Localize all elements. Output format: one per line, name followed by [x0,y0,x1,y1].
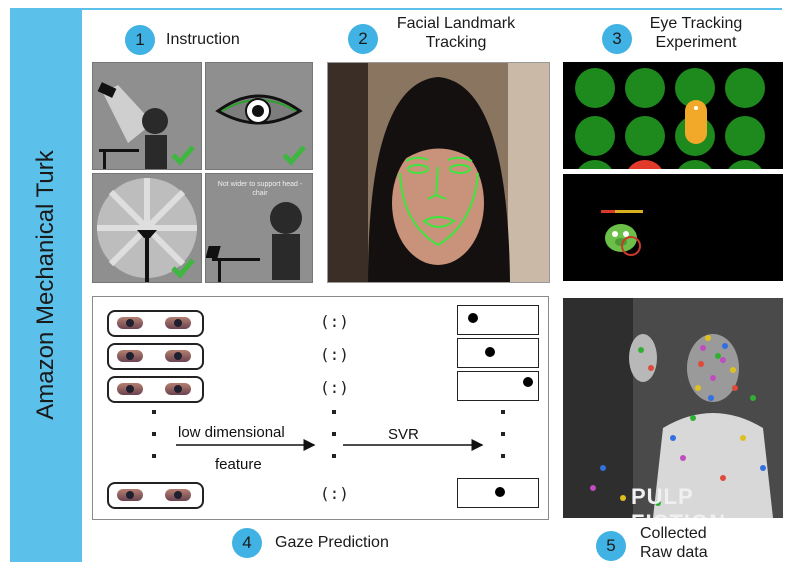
gaze-point [468,313,478,323]
top-rule [82,8,782,10]
feature-vector: (:) [320,345,349,364]
step-3-label-line1: Eye Tracking [649,15,743,32]
check-icon [171,145,195,166]
raw-data-heatmap: PULP FICTION [563,298,783,518]
posture-illustration [206,202,302,282]
gaze-screen [457,338,539,368]
instruction-tile-lamp [92,173,202,283]
step-1-badge: 1 [125,25,155,55]
gaze-scatter-illustration [563,298,783,518]
facial-landmark-photo [327,62,550,283]
sidebar: Amazon Mechanical Turk [10,8,82,562]
step-5-label: Collected Raw data [640,524,708,562]
step-3-label: Eye Tracking Experiment [636,14,756,52]
step-3-label-line2: Experiment [655,34,737,51]
step-4-label: Gaze Prediction [275,534,389,551]
gaze-point [495,487,505,497]
lighting-illustration [97,82,195,169]
step-5-badge: 5 [596,531,626,561]
instruction-note: Not wider to support head - chair [217,181,303,197]
sidebar-title: Amazon Mechanical Turk [32,150,59,420]
target-grid-illustration [575,68,765,169]
eye-tracking-game [563,174,783,281]
gaze-screen [457,478,539,508]
gaze-point [485,347,495,357]
step-2-label-line2: Tracking [425,34,487,51]
feature-vector: (:) [320,484,349,503]
game-target-illustration [601,210,643,256]
feature-label-line1: low dimensional [178,424,285,441]
instruction-tile-posture: Not wider to support head - chair [205,173,313,283]
svr-label: SVR [388,426,419,443]
feature-ellipsis [332,410,336,476]
feature-vector: (:) [320,378,349,397]
screen-ellipsis [501,410,505,476]
check-icon [282,145,306,166]
gaze-point [523,377,533,387]
step-3-badge: 3 [602,24,632,54]
step-2-badge: 2 [348,24,378,54]
eye-rows-ellipsis [152,410,156,476]
step-1-label: Instruction [166,31,240,48]
step-2-label: Facial Landmark Tracking [386,14,526,52]
eye-pair-row [107,482,204,509]
raw-data-caption: PULP FICTION [631,484,725,518]
check-icon [171,258,195,279]
eye-tracking-grid [563,62,783,169]
face-landmarks-illustration [328,63,549,282]
eye-pair-row [107,343,204,370]
step-2-label-line1: Facial Landmark [396,15,516,32]
eye-pair-row [107,376,204,403]
gaze-screen [457,371,539,401]
feature-vector: (:) [320,312,349,331]
lamp-illustration [97,178,197,282]
step-4-badge: 4 [232,528,262,558]
instruction-tile-eye [205,62,313,170]
eye-pair-row [107,310,204,337]
feature-label-line2: feature [215,456,262,473]
gaze-screen [457,305,539,335]
step-5-label-line2: Raw data [640,544,708,561]
instruction-tile-lighting [92,62,202,170]
eye-illustration [215,94,306,166]
step-5-label-line1: Collected [640,525,707,542]
